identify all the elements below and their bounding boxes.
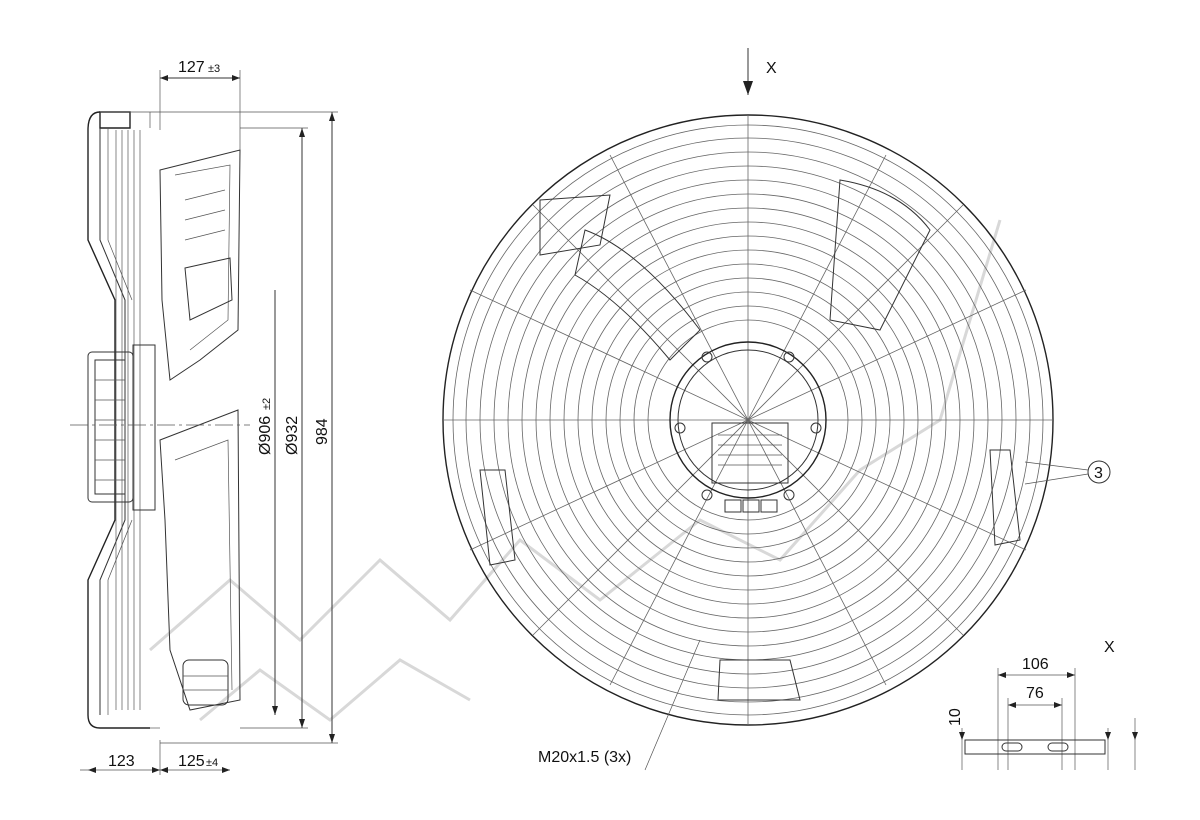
- bottom-mid-label: 125: [178, 753, 205, 770]
- depth-top-label: 127: [178, 59, 205, 76]
- thread-leader: [644, 639, 701, 771]
- view-marker-top: X: [766, 60, 777, 77]
- view-arrow: [743, 48, 753, 95]
- depth-top-tolerance: ±3: [208, 63, 220, 75]
- front-view: [442, 114, 1054, 726]
- callout-3-label: 3: [1094, 465, 1103, 482]
- dia-outer-label: 984: [314, 418, 331, 445]
- dia-inner-tolerance: ±2: [261, 398, 273, 410]
- thread-label: M20x1.5 (3x): [538, 749, 631, 766]
- side-view: [70, 111, 250, 729]
- bottom-left-label: 123: [108, 753, 135, 770]
- dia-mid-label: Ø932: [284, 416, 301, 455]
- side-dimensions: [80, 70, 338, 775]
- dia-inner-label: Ø906: [257, 416, 274, 455]
- detail-106-label: 106: [1022, 656, 1049, 673]
- detail-view: [959, 668, 1138, 770]
- bottom-mid-tolerance: ±4: [206, 757, 218, 769]
- detail-76-label: 76: [1026, 685, 1044, 702]
- view-marker-detail: X: [1104, 639, 1115, 656]
- callout-3: [1024, 460, 1111, 485]
- detail-10-label: 10: [947, 708, 964, 726]
